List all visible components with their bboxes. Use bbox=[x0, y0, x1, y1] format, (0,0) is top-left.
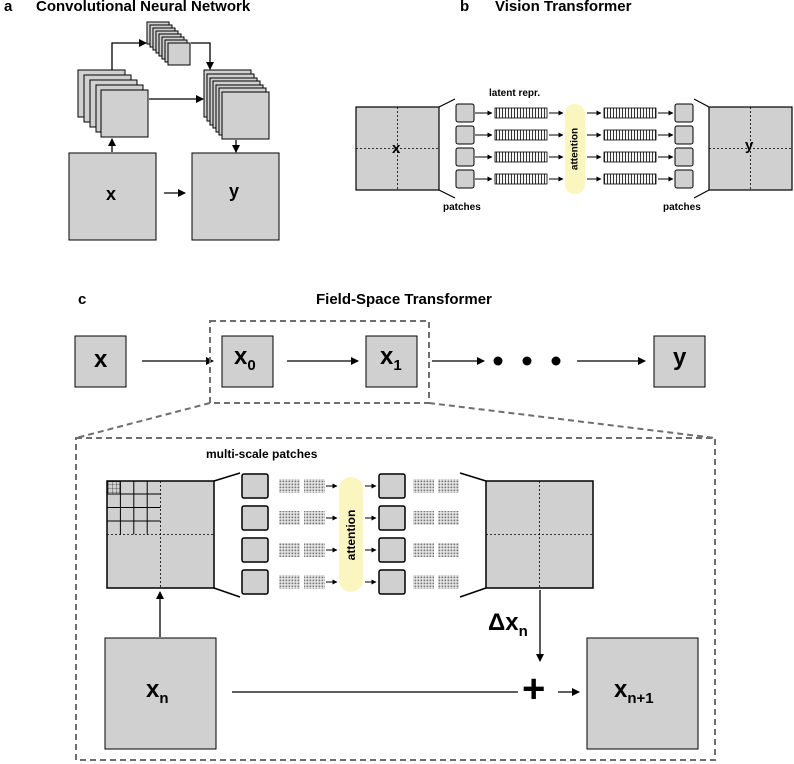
vit-latent-token bbox=[494, 151, 548, 163]
ms-fine-token bbox=[438, 511, 459, 525]
ms-patch-out bbox=[378, 505, 406, 531]
ms-fine-token bbox=[438, 543, 459, 557]
panel-a-title: Convolutional Neural Network bbox=[36, 0, 251, 15]
xn1-label: xn+1 bbox=[614, 676, 654, 707]
ms-patch-in bbox=[241, 505, 269, 531]
xn-label: xn bbox=[146, 676, 169, 707]
panel-c-title: Field-Space Transformer bbox=[316, 291, 492, 308]
cnn-output-label: y bbox=[229, 181, 240, 201]
xn-box bbox=[104, 637, 217, 750]
vit-patch-out bbox=[674, 147, 694, 167]
chain-x0-box bbox=[221, 335, 274, 388]
vit-row-1 bbox=[455, 103, 694, 123]
chain-x0-label: x0 bbox=[234, 343, 256, 374]
panel-b-title: Vision Transformer bbox=[495, 0, 632, 15]
ms-patch-in bbox=[241, 537, 269, 563]
plus-icon: + bbox=[522, 667, 546, 711]
multiscale-output-grid bbox=[459, 472, 594, 598]
panel-c bbox=[74, 320, 716, 761]
cnn-input-box bbox=[68, 152, 157, 241]
vit-patch-in bbox=[455, 125, 475, 145]
ms-patch-out bbox=[378, 473, 406, 499]
panel-a bbox=[68, 21, 280, 241]
chain-y-box bbox=[653, 335, 706, 388]
ms-patch-in bbox=[241, 569, 269, 595]
patches-left-label: patches bbox=[443, 202, 481, 213]
chain-x-label: x bbox=[94, 346, 108, 373]
ms-row-4 bbox=[241, 569, 459, 595]
ms-fine-token bbox=[413, 479, 434, 493]
ms-fine-token bbox=[438, 479, 459, 493]
ms-row-2 bbox=[241, 505, 459, 531]
latent-repr-label: latent repr. bbox=[489, 88, 541, 99]
vit-latent-token bbox=[603, 107, 657, 119]
chain-x1-label: x1 bbox=[380, 343, 402, 374]
cnn-encoder-stack bbox=[77, 69, 149, 138]
multiscale-input-grid bbox=[106, 472, 241, 598]
ms-fine-token bbox=[279, 511, 300, 525]
ms-row-3 bbox=[241, 537, 459, 563]
cnn-bottleneck-stack bbox=[146, 21, 191, 66]
ms-patch-in bbox=[241, 473, 269, 499]
ms-fine-token bbox=[304, 511, 325, 525]
vit-patch-out bbox=[674, 103, 694, 123]
vit-latent-token bbox=[603, 151, 657, 163]
vit-row-3 bbox=[455, 147, 694, 167]
chain-ellipsis-dots bbox=[493, 356, 561, 366]
multiscale-patch-rows bbox=[241, 473, 459, 595]
vit-latent-token bbox=[603, 173, 657, 185]
multiscale-attention-label: attention bbox=[344, 509, 358, 560]
update-arrows bbox=[156, 590, 580, 696]
vit-latent-token bbox=[494, 107, 548, 119]
panel-a-letter: a bbox=[4, 0, 13, 15]
vit-patch-in bbox=[455, 147, 475, 167]
ms-fine-token bbox=[304, 575, 325, 589]
ms-fine-token bbox=[413, 543, 434, 557]
ms-fine-token bbox=[438, 575, 459, 589]
cnn-input-label: x bbox=[106, 184, 117, 204]
panel-c-letter: c bbox=[78, 291, 87, 308]
patches-right-label: patches bbox=[663, 202, 701, 213]
vit-row-2 bbox=[455, 125, 694, 145]
vit-patch-rows bbox=[455, 103, 694, 189]
ms-fine-token bbox=[279, 479, 300, 493]
ms-fine-token bbox=[304, 543, 325, 557]
ms-patch-out bbox=[378, 569, 406, 595]
chain-x-box bbox=[74, 335, 127, 388]
chain-x1-box bbox=[365, 335, 418, 388]
cnn-output-box bbox=[191, 152, 280, 241]
multi-scale-label: multi-scale patches bbox=[206, 447, 318, 461]
chain-y-label: y bbox=[673, 344, 687, 371]
ms-fine-token bbox=[413, 511, 434, 525]
vit-latent-token bbox=[494, 129, 548, 141]
vit-attention-label: attention bbox=[569, 127, 581, 171]
ms-patch-out bbox=[378, 537, 406, 563]
multiscale-attention-block: attention bbox=[339, 477, 363, 592]
cnn-arrows bbox=[108, 39, 240, 197]
panel-b bbox=[355, 98, 793, 199]
panel-b-letter: b bbox=[460, 0, 470, 15]
vit-patch-out bbox=[674, 169, 694, 189]
vit-patch-in bbox=[455, 169, 475, 189]
cnn-decoder-stack bbox=[203, 69, 270, 140]
ms-fine-token bbox=[279, 543, 300, 557]
vit-patch-out bbox=[674, 125, 694, 145]
delta-xn-label: Δxn bbox=[488, 609, 528, 640]
vit-row-4 bbox=[455, 169, 694, 189]
ms-fine-token bbox=[304, 479, 325, 493]
zoom-outline bbox=[75, 320, 716, 761]
vit-output-label: y bbox=[745, 137, 754, 154]
ms-fine-token bbox=[279, 575, 300, 589]
vit-latent-token bbox=[603, 129, 657, 141]
vit-attention-block: attention bbox=[565, 104, 585, 194]
vit-input-label: x bbox=[392, 140, 401, 157]
ms-fine-token bbox=[413, 575, 434, 589]
ms-row-1 bbox=[241, 473, 459, 499]
vit-latent-token bbox=[494, 173, 548, 185]
vit-patch-in bbox=[455, 103, 475, 123]
xn1-box bbox=[586, 637, 699, 750]
